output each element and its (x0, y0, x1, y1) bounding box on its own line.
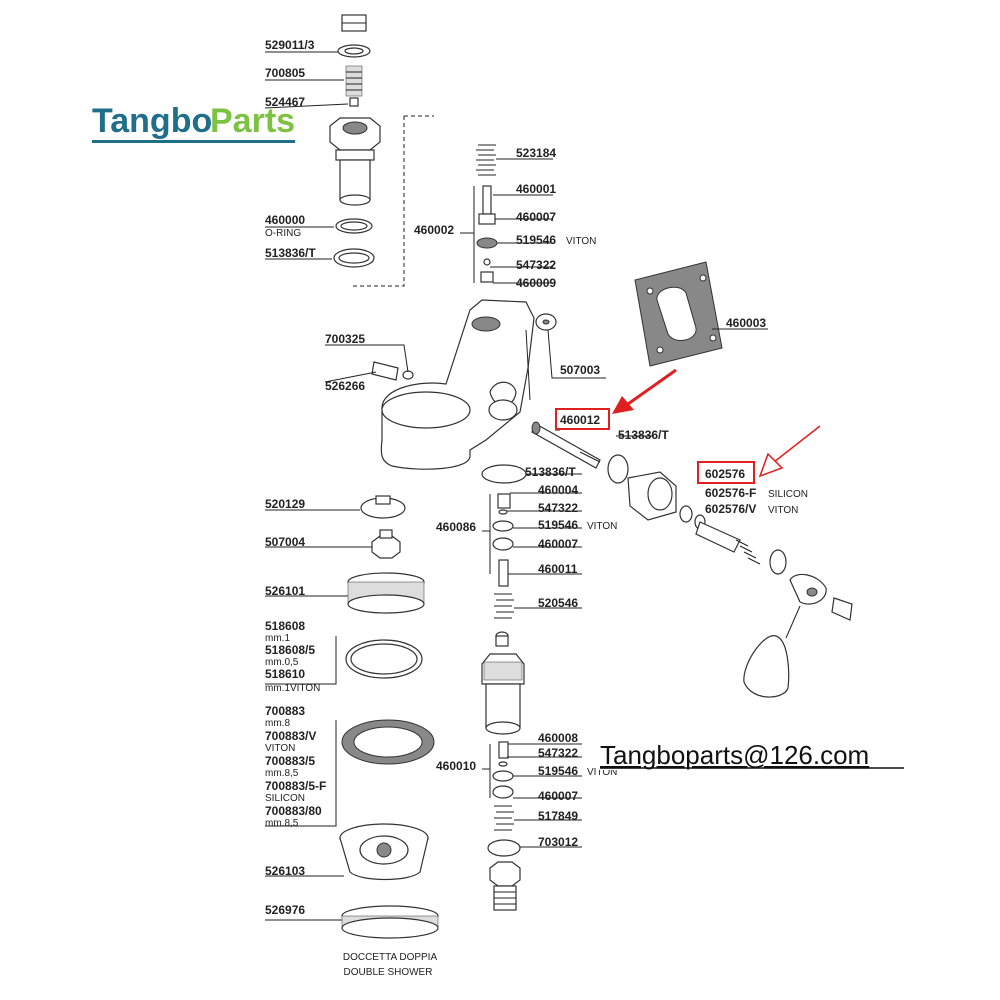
label-529011-3: 529011/3 (265, 38, 315, 52)
label-double-shower: DOUBLE SHOWER (344, 967, 433, 978)
label-526103: 526103 (265, 864, 305, 878)
label-460001: 460001 (516, 182, 556, 196)
label-547322-c: 547322 (538, 746, 578, 760)
label-517849: 517849 (538, 809, 578, 823)
label-519546-c: 519546 (538, 764, 578, 778)
label-460086: 460086 (436, 520, 476, 534)
label-700883-5f-sub: SILICON (265, 793, 305, 804)
label-507004: 507004 (265, 535, 305, 549)
group-head-drawing (380, 299, 535, 470)
email-text: Tangboparts@126.com (600, 740, 869, 770)
label-547322-b: 547322 (538, 501, 578, 515)
top-leader-lines (264, 51, 349, 260)
label-518608-5-sub: mm.0,5 (265, 657, 299, 668)
brand-underline (92, 140, 295, 143)
label-518608: 518608 (265, 619, 305, 633)
arrow-602576 (758, 425, 821, 478)
oring-513836t-b (607, 454, 629, 484)
label-519546-c-sub: VITON (587, 767, 617, 778)
label-520129: 520129 (265, 497, 305, 511)
label-460011: 460011 (538, 562, 578, 576)
body-leaders (324, 329, 606, 383)
label-602576: 602576 (705, 467, 745, 481)
label-523184: 523184 (516, 146, 556, 160)
label-526266: 526266 (325, 379, 365, 393)
label-700325: 700325 (325, 332, 365, 346)
label-700883-5-sub: mm.8,5 (265, 768, 299, 779)
label-700883-80-sub: mm.8,5 (265, 818, 299, 829)
label-602576v-sub: VITON (768, 505, 798, 516)
label-602576f: 602576-F (705, 486, 756, 500)
valve-460002-drawing (476, 144, 498, 283)
label-460003: 460003 (726, 316, 766, 330)
arrow-460012 (612, 368, 677, 414)
washer-507003-hole (542, 319, 550, 325)
valve-602576-drawing (627, 471, 853, 698)
label-460000-sub: O-RING (265, 228, 301, 239)
brand-part1: Tangbo (92, 102, 212, 140)
label-518608-5: 518608/5 (265, 643, 315, 657)
valve-460010-drawing (481, 631, 525, 911)
gasket-460003-drawing (634, 261, 768, 367)
label-700883-5f: 700883/5-F (265, 779, 326, 793)
label-700883v: 700883/V (265, 729, 316, 743)
email-watermark: Tangboparts@126.com (596, 740, 904, 770)
label-460010: 460010 (436, 759, 476, 773)
label-700883v-sub: VITON (265, 743, 295, 754)
label-602576f-sub: SILICON (768, 489, 808, 500)
label-460000: 460000 (265, 213, 305, 227)
top-fitting-drawing (329, 14, 381, 268)
highlight-box-602576 (697, 461, 755, 484)
valve-460086-drawing (481, 464, 527, 619)
valve-460010-leaders (482, 743, 582, 848)
label-520546: 520546 (538, 596, 578, 610)
label-513836t-a: 513836/T (265, 246, 316, 260)
label-460008: 460008 (538, 731, 578, 745)
label-460002: 460002 (414, 223, 454, 237)
label-518610: 518610 (265, 667, 305, 681)
label-519546-a: 519546 (516, 233, 556, 247)
label-524467: 524467 (265, 95, 305, 109)
label-518610-sub: mm.1VITON (265, 683, 320, 694)
label-518608-sub: mm.1 (265, 633, 290, 644)
label-460007-b: 460007 (538, 537, 578, 551)
label-519546-b: 519546 (538, 518, 578, 532)
label-703012: 703012 (538, 835, 578, 849)
label-460012: 460012 (560, 413, 600, 427)
screw-700325-drawing (371, 361, 414, 381)
label-513836t-c: 513836/T (525, 465, 576, 479)
label-519546-a-sub: VITON (566, 236, 596, 247)
dashed-frame (352, 115, 434, 287)
label-507003: 507003 (560, 363, 600, 377)
label-547322-a: 547322 (516, 258, 556, 272)
label-460007-c: 460007 (538, 789, 578, 803)
label-700805: 700805 (265, 66, 305, 80)
valve-460086-leaders (482, 473, 582, 609)
brand-logo: Tangbo Parts (92, 102, 295, 143)
label-doccetta-doppia: DOCCETTA DOPPIA (343, 952, 438, 963)
left-parts-drawing (339, 495, 439, 939)
label-602576v: 602576/V (705, 502, 756, 516)
label-460004: 460004 (538, 483, 578, 497)
left-parts-leaders (265, 509, 372, 921)
label-526101: 526101 (265, 584, 305, 598)
label-700883-sub: mm.8 (265, 718, 290, 729)
label-700883: 700883 (265, 704, 305, 718)
shaft-460012-drawing (531, 421, 601, 469)
label-519546-b-sub: VITON (587, 521, 617, 532)
label-700883-80: 700883/80 (265, 804, 322, 818)
label-700883-5: 700883/5 (265, 754, 315, 768)
label-460007-a: 460007 (516, 210, 556, 224)
label-526976: 526976 (265, 903, 305, 917)
label-460009: 460009 (516, 276, 556, 290)
brand-part2: Parts (210, 102, 295, 140)
highlight-box-460012 (555, 408, 610, 430)
label-513836t-b: 513836/T (618, 428, 669, 442)
valve-460002-leaders (460, 158, 553, 284)
